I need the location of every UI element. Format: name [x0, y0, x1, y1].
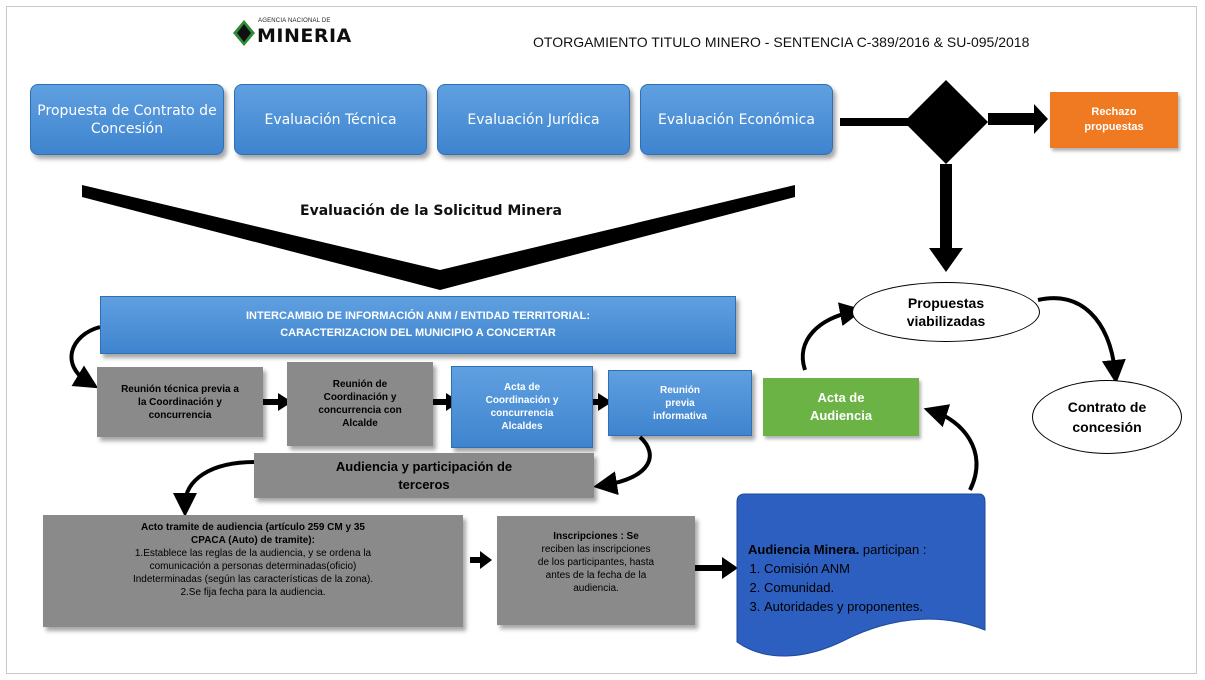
rechazo-propuestas-box: Rechazo propuestas: [1050, 92, 1178, 148]
propuestas-viabilizadas-ellipse: Propuestas viabilizadas: [852, 282, 1040, 342]
curve-arrow-contrato: [1037, 296, 1126, 384]
arrow-5: [470, 551, 492, 569]
arrow-down-to-propuestas: [929, 164, 963, 272]
diagram-frame: [6, 6, 1197, 674]
curve-arrow-reunion-previa: [593, 435, 652, 496]
logo-name-text: MINERIA: [257, 25, 352, 47]
curve-arrow-acta: [800, 302, 864, 371]
acto-tramite-box: Acto tramite de audiencia (artículo 259 …: [43, 515, 463, 627]
list-item: Comisión ANM: [764, 559, 984, 578]
intercambio-informacion-box: INTERCAMBIO DE INFORMACIÓN ANM / ENTIDAD…: [100, 296, 736, 354]
funnel-shape: [82, 185, 795, 290]
audiencia-minera-list: Comisión ANM Comunidad. Autoridades y pr…: [748, 559, 984, 616]
audiencia-minera-text: Audiencia Minera. participan : Comisión …: [748, 540, 984, 616]
agency-logo: AGENCIA NACIONAL DE MINERIA: [233, 18, 363, 48]
inscripciones-box: Inscripciones : Se reciben las inscripci…: [497, 516, 695, 625]
step-acta-coordinacion: Acta de Coordinación y concurrencia Alca…: [451, 366, 593, 448]
acto-tramite-line1: 1.Establece las reglas de la audiencia, …: [134, 548, 372, 559]
intercambio-line1: INTERCAMBIO DE INFORMACIÓN ANM / ENTIDAD…: [245, 310, 591, 322]
step-reunion-coordinacion: Reunión de Coordinación y concurrencia c…: [287, 362, 433, 446]
step-reunion-tecnica: Reunión técnica previa a la Coordinación…: [97, 367, 263, 437]
step-evaluacion-economica: Evaluación Económica: [640, 84, 833, 155]
arrow-3: [575, 393, 612, 411]
inscripciones-body: reciben las inscripciones de los partici…: [537, 544, 655, 594]
connector-line: [840, 118, 908, 126]
step-evaluacion-juridica: Evaluación Jurídica: [437, 84, 630, 155]
page-title: OTORGAMIENTO TITULO MINERO - SENTENCIA C…: [533, 34, 1030, 50]
audiencia-participacion-box: Audiencia y participación de terceros: [254, 453, 594, 498]
curve-arrow-audiencia-minera: [923, 404, 979, 491]
acto-tramite-title2: CPACA (Auto) de tramite):: [191, 535, 315, 546]
curve-arrow-audiencia: [173, 460, 256, 517]
step-propuesta-contrato: Propuesta de Contrato de Concesión: [30, 84, 224, 155]
step-reunion-previa: Reunión previa informativa: [608, 370, 752, 436]
acto-tramite-line4: 2.Se fija fecha para la audiencia.: [180, 587, 326, 598]
curve-arrow-intercambio: [69, 325, 101, 389]
arrow-1: [255, 393, 292, 411]
contrato-concesion-ellipse: Contrato de concesión: [1032, 380, 1182, 454]
acta-audiencia-box: Acta de Audiencia: [763, 378, 919, 436]
intercambio-line2: CARACTERIZACION DEL MUNICIPIO A CONCERTA…: [280, 327, 556, 339]
acto-tramite-line2: comunicación a personas determinadas(ofi…: [149, 561, 357, 572]
acto-tramite-line3: Indeterminadas (según las característica…: [132, 574, 374, 585]
logo-agency-text: AGENCIA NACIONAL DE: [258, 18, 331, 24]
audiencia-minera-suffix: participan :: [859, 542, 927, 557]
list-item: Comunidad.: [764, 578, 984, 597]
arrow-to-rechazo: [988, 104, 1048, 134]
list-item: Autoridades y proponentes.: [764, 597, 984, 616]
inscripciones-title: Inscripciones : Se: [553, 531, 639, 542]
audiencia-minera-shape: [736, 493, 986, 657]
logo-mark-icon: [233, 20, 255, 46]
evaluacion-solicitud-label: Evaluación de la Solicitud Minera: [300, 203, 562, 219]
acto-tramite-title1: Acto tramite de audiencia (artículo 259 …: [141, 522, 365, 533]
step-evaluacion-tecnica: Evaluación Técnica: [234, 84, 427, 155]
audiencia-minera-title: Audiencia Minera.: [748, 542, 860, 557]
arrow-4: [674, 557, 738, 579]
decision-diamond: [904, 80, 988, 164]
